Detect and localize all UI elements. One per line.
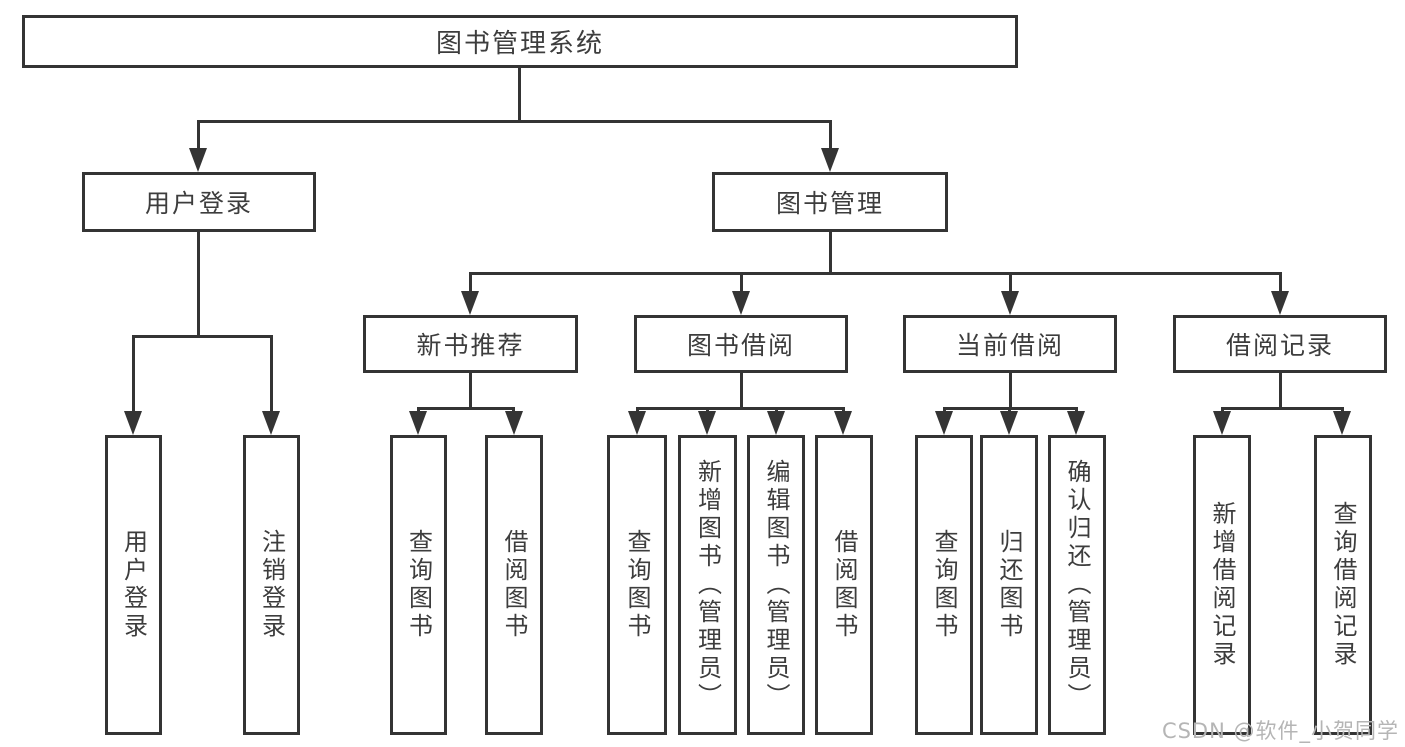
leaf-query-book-current-label: 查询图书 (930, 529, 958, 641)
node-book-borrow: 图书借阅 (634, 315, 848, 373)
leaf-add-borrow-record-label: 新增借阅记录 (1208, 501, 1236, 669)
leaf-edit-book-admin-label: 编辑图书（管理员） (762, 459, 790, 711)
arrow-down (1213, 411, 1231, 435)
arrow-down (262, 411, 280, 435)
leaf-return-book-label: 归还图书 (995, 529, 1023, 641)
node-borrow-record-label: 借阅记录 (1225, 331, 1334, 360)
node-new-book-recommend: 新书推荐 (363, 315, 578, 373)
leaf-query-book-current: 查询图书 (915, 435, 973, 735)
arrow-down (409, 411, 427, 435)
connector-line (270, 335, 273, 413)
node-new-book-recommend-label: 新书推荐 (416, 331, 525, 360)
connector-line (829, 120, 832, 152)
leaf-query-book-recommend-label: 查询图书 (404, 529, 433, 641)
arrow-down (767, 411, 785, 435)
node-user-login: 用户登录 (82, 172, 316, 232)
node-root: 图书管理系统 (22, 15, 1018, 68)
connector-line (1009, 272, 1012, 294)
node-book-management: 图书管理 (712, 172, 948, 232)
connector-line (1221, 407, 1343, 410)
connector-line (636, 407, 844, 410)
leaf-logout-label: 注销登录 (257, 529, 286, 641)
node-user-login-label: 用户登录 (144, 189, 253, 218)
connector-line (1009, 373, 1012, 407)
connector-line (829, 232, 832, 272)
arrow-down (189, 148, 207, 172)
leaf-user-login: 用户登录 (105, 435, 162, 735)
connector-line (740, 373, 743, 407)
connector-line (518, 68, 521, 122)
connector-line (132, 335, 135, 413)
arrow-down (628, 411, 646, 435)
leaf-add-book-admin-label: 新增图书（管理员） (693, 459, 722, 711)
arrow-down (1001, 291, 1019, 315)
connector-line (1279, 272, 1282, 294)
arrow-down (1333, 411, 1351, 435)
leaf-query-book-recommend: 查询图书 (390, 435, 447, 735)
leaf-logout: 注销登录 (243, 435, 300, 735)
leaf-query-book-borrow: 查询图书 (607, 435, 667, 735)
watermark: CSDN @软件_小贺同学 (1161, 719, 1399, 743)
arrow-down (461, 291, 479, 315)
arrow-down (1000, 411, 1018, 435)
leaf-return-book: 归还图书 (980, 435, 1038, 735)
leaf-query-borrow-record-label: 查询借阅记录 (1329, 501, 1357, 669)
connector-line (469, 272, 472, 294)
leaf-query-book-borrow-label: 查询图书 (623, 529, 651, 641)
connector-line (740, 272, 743, 294)
leaf-add-book-admin: 新增图书（管理员） (678, 435, 737, 735)
connector-line (469, 272, 1281, 275)
arrow-down (834, 411, 852, 435)
arrow-down (1067, 411, 1085, 435)
leaf-query-borrow-record: 查询借阅记录 (1314, 435, 1372, 735)
arrow-down (124, 411, 142, 435)
node-book-management-label: 图书管理 (775, 189, 884, 218)
connector-line (197, 120, 831, 123)
leaf-borrow-book-recommend: 借阅图书 (485, 435, 543, 735)
leaf-add-borrow-record: 新增借阅记录 (1193, 435, 1251, 735)
leaf-borrow-book: 借阅图书 (815, 435, 873, 735)
node-current-borrow: 当前借阅 (903, 315, 1117, 373)
node-book-borrow-label: 图书借阅 (686, 331, 795, 360)
leaf-user-login-label: 用户登录 (119, 529, 148, 641)
leaf-borrow-book-label: 借阅图书 (830, 529, 858, 641)
arrow-down (935, 411, 953, 435)
leaf-confirm-return-admin: 确认归还（管理员） (1048, 435, 1106, 735)
leaf-confirm-return-admin-label: 确认归还（管理员） (1063, 459, 1091, 711)
node-root-label: 图书管理系统 (435, 29, 604, 59)
arrow-down (505, 411, 523, 435)
leaf-borrow-book-recommend-label: 借阅图书 (500, 529, 528, 641)
node-current-borrow-label: 当前借阅 (955, 331, 1064, 360)
connector-line (469, 373, 472, 407)
arrow-down (1271, 291, 1289, 315)
connector-line (197, 120, 200, 152)
arrow-down (732, 291, 750, 315)
connector-line (1279, 373, 1282, 407)
leaf-edit-book-admin: 编辑图书（管理员） (747, 435, 805, 735)
connector-line (132, 335, 272, 338)
connector-line (417, 407, 514, 410)
connector-line (197, 232, 200, 335)
arrow-down (698, 411, 716, 435)
node-borrow-record: 借阅记录 (1173, 315, 1387, 373)
arrow-down (821, 148, 839, 172)
